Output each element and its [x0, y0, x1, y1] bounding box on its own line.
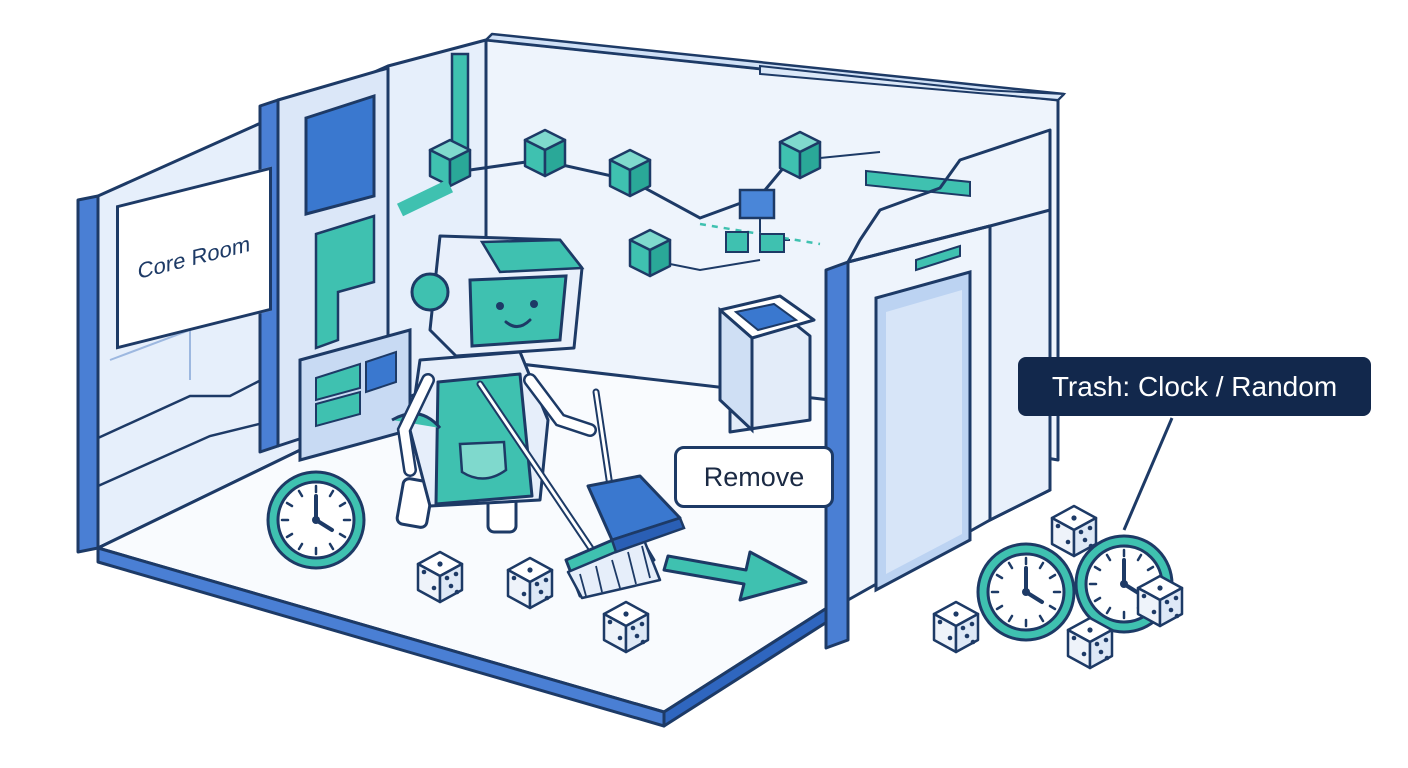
network-graph	[396, 52, 881, 278]
arrow-right-icon	[662, 550, 808, 602]
ceiling-light	[865, 169, 971, 198]
terminal-icon	[718, 294, 816, 434]
trash-label: Trash: Clock / Random	[1018, 357, 1371, 416]
clock-icon	[266, 470, 366, 570]
remove-label: Remove	[674, 446, 834, 508]
cleaning-robot-icon	[391, 234, 597, 534]
dustpan-icon	[586, 388, 686, 554]
trash-label-pointer	[1122, 417, 1174, 531]
server-rack	[258, 66, 412, 462]
door-icon	[824, 128, 1052, 650]
